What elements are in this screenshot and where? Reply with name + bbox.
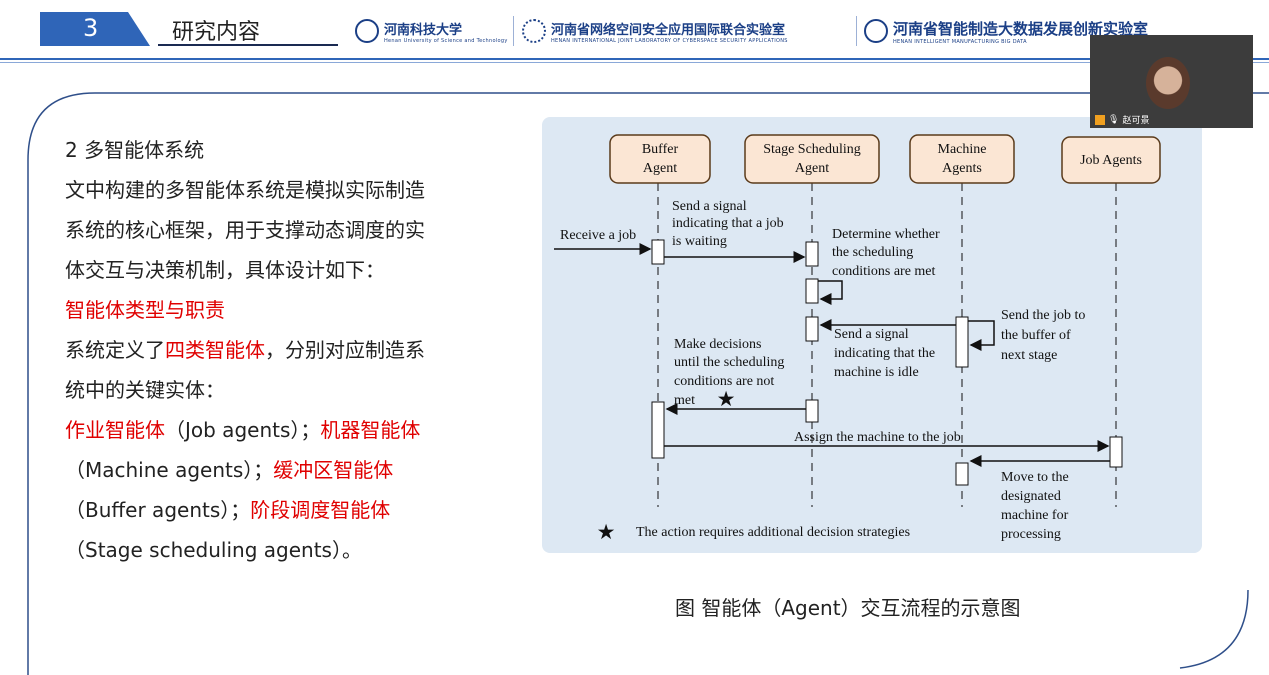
activation-box <box>805 241 819 267</box>
stage-agent-cn: 阶段调度智能体 <box>250 498 391 522</box>
activation-box <box>955 462 969 486</box>
text-run: 系统定义了 <box>65 338 165 362</box>
participant-avatar <box>1146 57 1190 109</box>
cyber-lab-emblem-icon <box>522 19 546 43</box>
host-badge-icon <box>1095 114 1105 125</box>
university-name: 河南科技大学 <box>384 22 463 38</box>
logo-divider <box>513 16 514 46</box>
message-label: the scheduling <box>832 245 913 260</box>
paragraph-line: 系统的核心框架，用于支撑动态调度的实 <box>65 218 425 242</box>
figure-caption: 图 智能体（Agent）交互流程的示意图 <box>675 596 1021 620</box>
sequence-diagram: Buffer Agent Stage Scheduling Agent Mach… <box>554 134 1161 542</box>
message-label: processing <box>1001 527 1061 542</box>
lane-machine-agents: Machine Agents <box>909 134 1015 184</box>
activation-box <box>805 316 819 342</box>
message-label: conditions are met <box>832 264 936 279</box>
message-label: Move to the <box>1001 470 1069 485</box>
message-label: next stage <box>1001 348 1057 363</box>
lane-buffer-agent: Buffer Agent <box>609 134 711 184</box>
logo-divider <box>856 16 857 46</box>
machine-agent-en: （Machine agents）； <box>65 458 274 482</box>
section-title: 研究内容 <box>172 20 261 45</box>
manufacturing-lab-emblem-icon <box>864 19 888 43</box>
buffer-agent-cn: 缓冲区智能体 <box>273 458 394 482</box>
paragraph-line: 体交互与决策机制，具体设计如下： <box>65 258 385 282</box>
legend-star-icon: ★ <box>598 522 614 542</box>
mic-icon: 🎙 <box>1108 114 1120 125</box>
cyber-lab-name: 河南省网络空间安全应用国际联合实验室 <box>551 22 786 38</box>
paragraph-line: 统中的关键实体： <box>65 378 225 402</box>
lane-label: Agents <box>942 161 982 176</box>
manufacturing-lab-name-en: HENAN INTELLIGENT MANUFACTURING BIG DATA <box>893 38 1027 45</box>
message-label: is waiting <box>672 234 727 249</box>
message-label: Send the job to <box>1001 308 1085 323</box>
participant-label: 🎙 赵可景 <box>1095 113 1149 126</box>
diagram-panel: Buffer Agent Stage Scheduling Agent Mach… <box>542 117 1202 553</box>
university-seal-icon <box>355 19 379 43</box>
cyber-lab-name-en: HENAN INTERNATIONAL JOINT LABORATORY OF … <box>551 37 788 44</box>
manufacturing-lab-logo: 河南省智能制造大数据发展创新实验室 HENAN INTELLIGENT MANU… <box>864 16 1148 46</box>
section-number: 3 <box>83 14 99 42</box>
lane-label: Stage Scheduling <box>763 142 861 157</box>
highlight-text: 四类智能体 <box>165 338 265 362</box>
activation-box <box>651 239 665 265</box>
lane-stage-scheduling-agent: Stage Scheduling Agent <box>744 134 880 184</box>
activation-box <box>1109 436 1123 468</box>
lane-label: Agent <box>643 161 677 176</box>
header-rule <box>0 58 1269 60</box>
section-heading: 2 多智能体系统 <box>65 138 205 162</box>
agent-list-line: 作业智能体（Job agents）；机器智能体 <box>65 415 525 445</box>
self-check-arrow <box>818 280 843 305</box>
participant-name: 赵可景 <box>1122 116 1150 126</box>
subheading: 智能体类型与职责 <box>65 298 225 322</box>
lane-label: Job Agents <box>1080 153 1142 168</box>
message-label: machine is idle <box>834 365 919 380</box>
message-label: Send a signal <box>672 199 747 214</box>
message-label: Make decisions <box>674 337 761 352</box>
lane-label: Machine <box>938 142 987 157</box>
cyber-lab-logo: 河南省网络空间安全应用国际联合实验室 HENAN INTERNATIONAL J… <box>522 16 788 46</box>
paragraph-line: 文中构建的多智能体系统是模拟实际制造 <box>65 178 425 202</box>
university-name-en: Henan University of Science and Technolo… <box>384 37 508 44</box>
text-run: ，分别对应制造系 <box>265 338 425 362</box>
lane-label: Agent <box>795 161 829 176</box>
message-label: until the scheduling <box>674 355 784 370</box>
message-label: Determine whether <box>832 227 940 242</box>
assign-label: Assign the machine to the job <box>794 430 961 445</box>
body-text: 2 多智能体系统 文中构建的多智能体系统是模拟实际制造 系统的核心框架，用于支撑… <box>65 135 525 575</box>
message-label: conditions are not <box>674 374 774 389</box>
manufacturing-lab-name: 河南省智能制造大数据发展创新实验室 <box>893 19 1149 38</box>
stage-agent-en: （Stage scheduling agents）。 <box>65 538 362 562</box>
job-agent-cn: 作业智能体 <box>65 418 165 442</box>
agent-list-line: （Stage scheduling agents）。 <box>65 535 525 565</box>
job-agent-en: （Job agents）； <box>165 418 321 442</box>
activation-box <box>805 278 819 304</box>
header-rule-thin <box>0 62 1269 63</box>
agent-list-line: （Machine agents）；缓冲区智能体 <box>65 455 525 485</box>
message-label: met <box>674 393 695 408</box>
message-label: designated <box>1001 489 1061 504</box>
lane-job-agents: Job Agents <box>1061 136 1161 184</box>
buffer-agent-en: （Buffer agents）； <box>65 498 251 522</box>
video-overlay[interactable]: 🎙 赵可景 <box>1090 35 1253 128</box>
legend-label: The action requires additional decision … <box>636 525 910 540</box>
lane-label: Buffer <box>642 142 679 157</box>
activation-box <box>955 316 969 368</box>
machine-agent-cn: 机器智能体 <box>320 418 421 442</box>
message-label: indicating that the <box>834 346 935 361</box>
activation-box <box>805 399 819 423</box>
paragraph-line: 系统定义了四类智能体，分别对应制造系 <box>65 335 525 365</box>
message-label: Send a signal <box>834 327 909 342</box>
send-job-arrow <box>968 320 995 351</box>
message-label: indicating that a job <box>672 216 784 231</box>
activation-box <box>651 401 665 459</box>
star-icon: ★ <box>718 389 734 409</box>
university-logo: 河南科技大学 Henan University of Science and T… <box>355 16 508 46</box>
message-label: machine for <box>1001 508 1069 523</box>
message-label: the buffer of <box>1001 328 1071 343</box>
title-underline <box>158 44 338 46</box>
agent-list-line: （Buffer agents）；阶段调度智能体 <box>65 495 525 525</box>
receive-label: Receive a job <box>560 228 636 243</box>
